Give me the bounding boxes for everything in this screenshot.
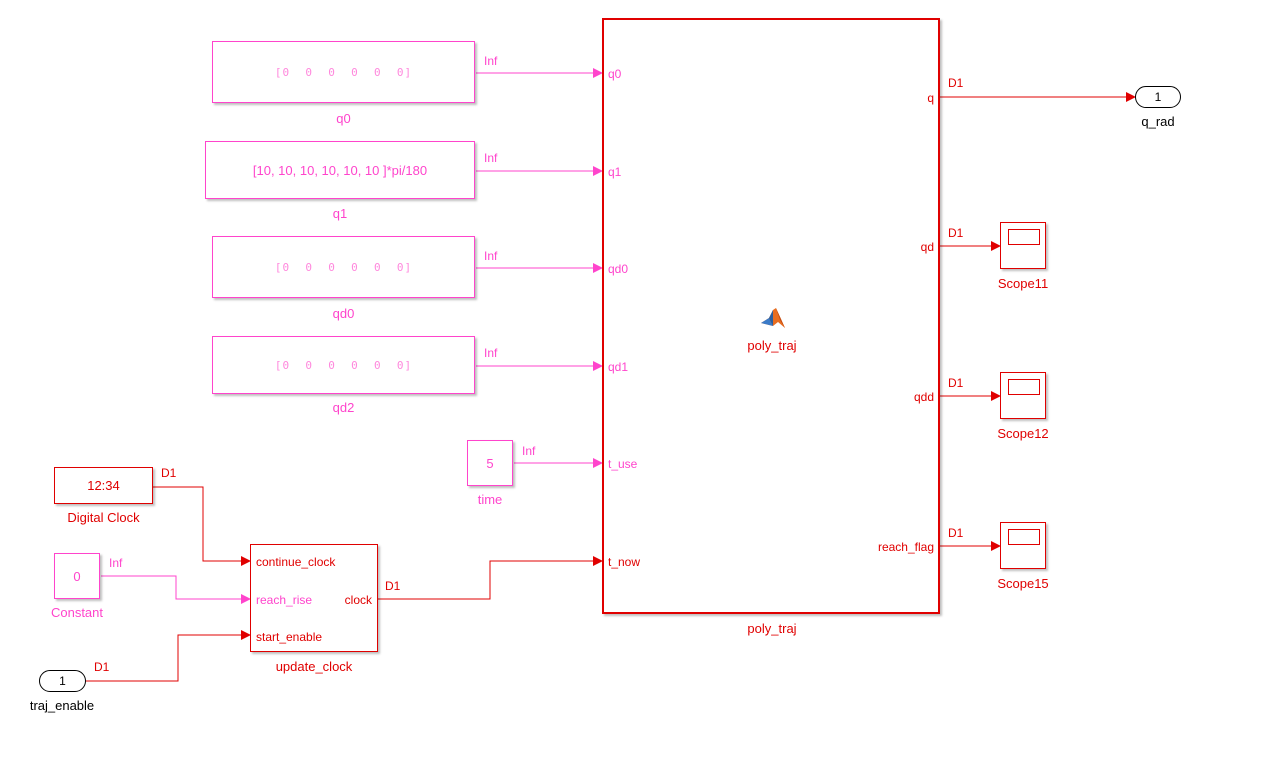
qd2-constant-block[interactable]: [0 0 0 0 0 0] [212,336,475,394]
signal-label-reach-flag: D1 [948,526,964,540]
poly-traj-inner-label: poly_traj [747,338,797,353]
scope15-block[interactable] [1000,522,1046,569]
scope-screen-icon [1008,529,1040,545]
wire-start-enable[interactable] [86,630,251,682]
signal-label-constant: Inf [109,556,123,570]
digital-clock-block[interactable]: 12:34 [54,467,153,504]
poly-traj-output-reach-flag: reach_flag [877,540,934,554]
poly-traj-input-qd1: qd1 [608,360,629,374]
traj-enable-port-number: 1 [59,674,66,688]
constant-block-label: Constant [50,605,104,620]
q-rad-label: q_rad [1141,114,1175,129]
q1-value: [10, 10, 10, 10, 10, 10 ]*pi/180 [252,162,428,178]
signal-label-clock: D1 [385,579,401,593]
q1-constant-block[interactable]: [10, 10, 10, 10, 10, 10 ]*pi/180 [205,141,475,199]
update-clock-output-clock: clock [344,593,372,607]
poly-traj-output-qdd: qdd [913,390,934,404]
wire-continue-clock[interactable] [153,486,251,566]
digital-clock-label: Digital Clock [67,510,140,525]
qd0-block-label: qd0 [332,306,355,321]
scope15-label: Scope15 [997,576,1049,591]
poly-traj-input-t-use: t_use [608,457,638,471]
signal-label-qdd: D1 [948,376,964,390]
signal-label-q1: Inf [484,151,498,165]
update-clock-input-continue-clock: continue_clock [256,555,336,569]
signal-label-q0: Inf [484,54,498,68]
poly-traj-input-t-now: t_now [608,555,641,569]
time-value: 5 [486,455,494,471]
scope12-label: Scope12 [997,426,1049,441]
qd2-value: [0 0 0 0 0 0] [274,358,413,372]
update-clock-subsystem[interactable]: continue_clock reach_rise start_enable c… [250,544,378,652]
q1-block-label: q1 [332,206,348,221]
wire-t-now[interactable] [378,556,603,600]
signal-label-q: D1 [948,76,964,90]
poly-traj-input-qd0: qd0 [608,262,629,276]
q0-block-label: q0 [336,111,351,126]
update-clock-label: update_clock [275,659,353,674]
qd0-constant-block[interactable]: [0 0 0 0 0 0] [212,236,475,298]
qd2-block-label: qd2 [332,400,355,415]
scope11-label: Scope11 [997,276,1049,291]
scope12-block[interactable] [1000,372,1046,419]
q-rad-outport[interactable]: 1 [1135,86,1181,108]
poly-traj-input-q1: q1 [608,165,622,179]
signal-label-qd: D1 [948,226,964,240]
signal-label-qd0: Inf [484,249,498,263]
q0-value: [0 0 0 0 0 0] [274,65,413,79]
update-clock-input-start-enable: start_enable [256,630,323,644]
signal-label-qd1: Inf [484,346,498,360]
update-clock-input-reach-rise: reach_rise [256,593,313,607]
traj-enable-label: traj_enable [29,698,95,713]
digital-clock-value: 12:34 [87,478,120,493]
q-rad-port-number: 1 [1154,90,1162,104]
time-block-label: time [477,492,503,507]
matlab-logo-icon [761,308,785,328]
scope11-block[interactable] [1000,222,1046,269]
poly-traj-output-qd: qd [920,240,934,254]
time-constant-block[interactable]: 5 [467,440,513,486]
signal-label-traj-enable: D1 [94,660,110,674]
qd0-value: [0 0 0 0 0 0] [274,260,413,274]
constant-value: 0 [73,568,81,584]
poly-traj-label: poly_traj [747,621,797,636]
wire-reach-rise[interactable] [101,575,251,604]
scope-screen-icon [1008,379,1040,395]
signal-label-digital-clock: D1 [161,466,177,480]
constant-block[interactable]: 0 [54,553,100,599]
poly-traj-output-q: q [927,91,934,105]
q0-constant-block[interactable]: [0 0 0 0 0 0] [212,41,475,103]
poly-traj-function-block[interactable]: q0 q1 qd0 qd1 t_use t_now q qd qdd reach… [602,18,940,614]
poly-traj-input-q0: q0 [608,67,622,81]
signal-label-time: Inf [522,444,536,458]
traj-enable-inport[interactable]: 1 [39,670,86,692]
scope-screen-icon [1008,229,1040,245]
